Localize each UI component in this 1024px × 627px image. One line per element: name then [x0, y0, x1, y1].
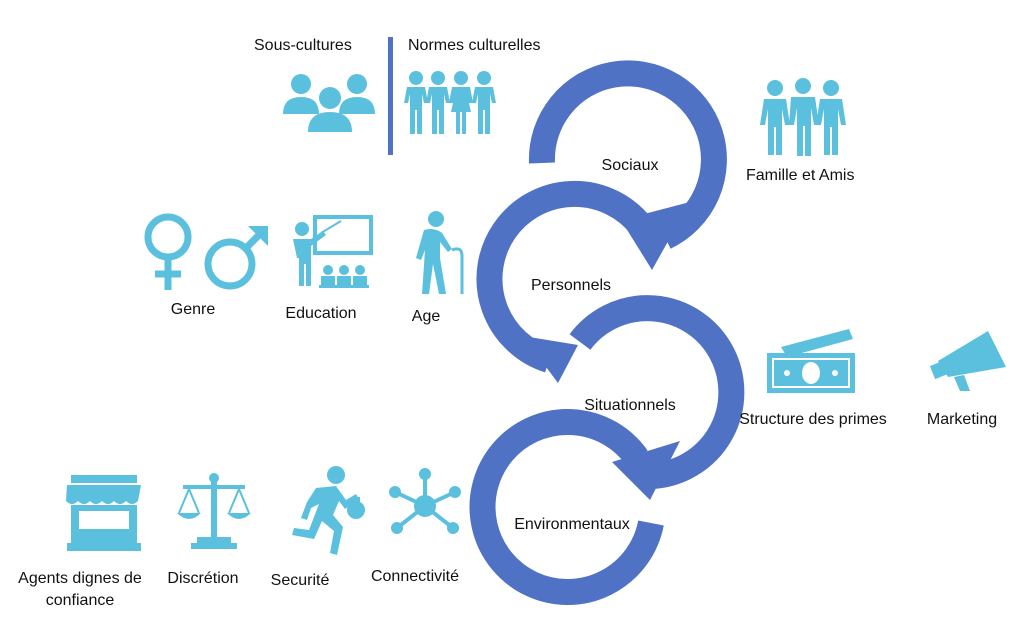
arrowhead-personnels — [523, 336, 578, 383]
people-row-icon — [404, 70, 500, 136]
label-connectivite: Connectivité — [370, 568, 460, 585]
label-age: Age — [411, 308, 441, 325]
arrow-sociaux — [528, 60, 727, 249]
arrowhead-situationnels — [612, 441, 680, 500]
thief-icon — [286, 466, 366, 555]
stage-label-personnels: Personnels — [530, 277, 612, 294]
label-marketing: Marketing — [926, 411, 998, 428]
arrowhead-sociaux — [621, 202, 690, 270]
divider-line — [388, 37, 393, 155]
label-agents-dignes-text: Agents dignes de confiance — [18, 570, 142, 609]
network-icon — [387, 468, 463, 544]
arrow-situationnels — [569, 295, 745, 489]
teacher-icon — [291, 215, 375, 290]
stage-label-situationnels: Situationnels — [584, 397, 676, 414]
label-agents-dignes: Agents dignes de confiance — [5, 568, 155, 612]
label-education: Education — [285, 305, 357, 322]
label-famille-et-amis: Famille et Amis — [746, 167, 855, 184]
stage-label-environmentaux: Environmentaux — [514, 516, 630, 533]
arrow-personnels — [476, 180, 652, 373]
scales-icon — [177, 473, 251, 549]
label-structure-des-primes: Structure des primes — [739, 411, 887, 428]
stage-label-sociaux: Sociaux — [601, 157, 659, 174]
elderly-icon — [410, 210, 468, 296]
label-securite: Securité — [270, 572, 330, 589]
family-icon — [760, 78, 846, 156]
megaphone-icon — [929, 325, 1010, 391]
banknote-icon — [767, 329, 857, 395]
group-icon — [283, 72, 379, 134]
arrow-environmentaux — [469, 409, 664, 605]
gender-icon — [144, 212, 270, 294]
label-genre: Genre — [170, 301, 216, 318]
storefront-icon — [66, 475, 141, 551]
label-normes-culturelles: Normes culturelles — [408, 37, 541, 54]
label-sous-cultures: Sous-cultures — [254, 37, 352, 54]
label-discretion: Discrétion — [167, 570, 239, 587]
